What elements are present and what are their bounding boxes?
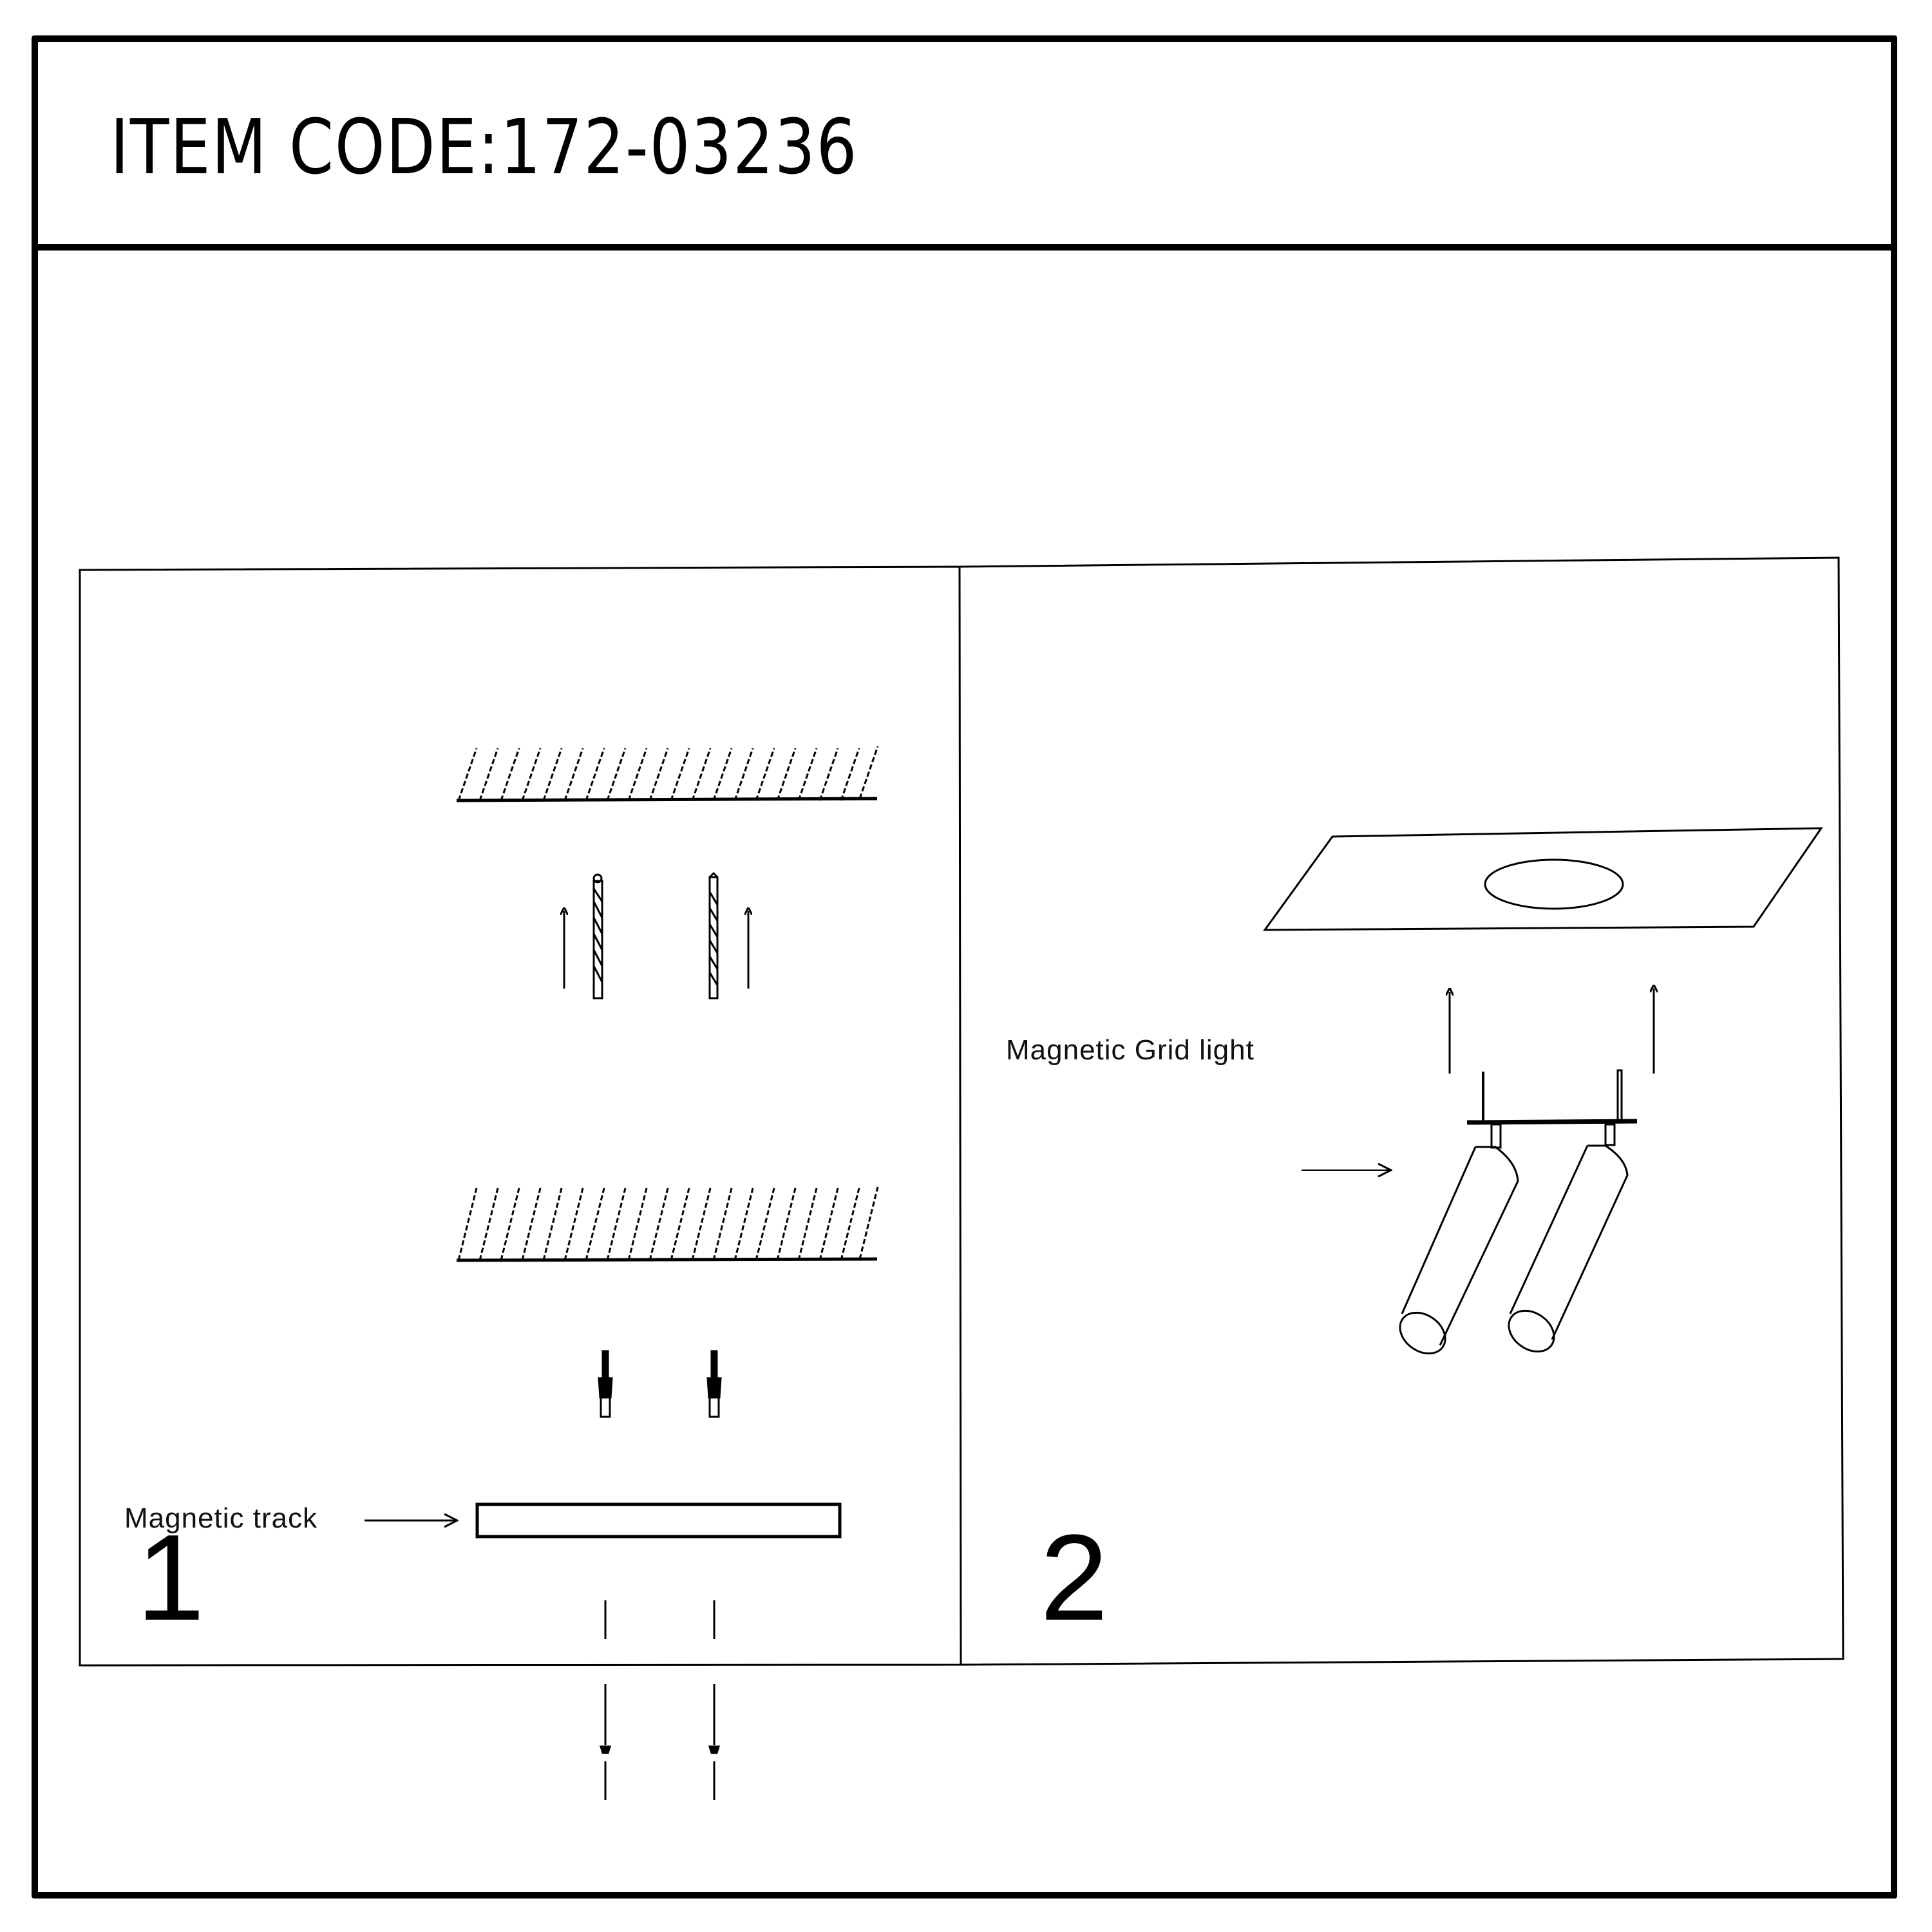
magnetic-track-label: Magnetic track	[124, 1502, 318, 1534]
screw-icon	[599, 1600, 612, 1800]
instruction-sheet: ITEM CODE:172-03236	[32, 35, 1897, 1899]
step-2-number: 2	[1040, 1510, 1108, 1646]
drill-bit-icon	[708, 871, 719, 999]
screw-icon	[708, 1600, 721, 1800]
magnetic-grid-light-label: Magnetic Grid light	[1006, 1034, 1255, 1066]
ceiling-hatch-icon	[456, 746, 879, 802]
step-1-number: 1	[137, 1510, 205, 1646]
wall-anchor-icon	[598, 1350, 613, 1418]
item-code-title: ITEM CODE:172-03236	[110, 102, 858, 191]
drill-bit-icon	[592, 873, 603, 999]
spotlight-cylinder-icon	[1399, 1146, 1519, 1355]
ceiling-opening	[1484, 858, 1624, 910]
ceiling-hatch-icon	[456, 1186, 879, 1262]
magnetic-track-shape	[475, 1502, 842, 1539]
wall-anchor-icon	[706, 1350, 722, 1418]
mounting-bar-icon	[1466, 1069, 1638, 1149]
spotlight-cylinder-icon	[1508, 1144, 1629, 1353]
step-2-panel	[959, 556, 1844, 1666]
ceiling-panel-icon	[1263, 827, 1823, 931]
header: ITEM CODE:172-03236	[38, 42, 1891, 251]
step-1-panel	[79, 565, 962, 1667]
